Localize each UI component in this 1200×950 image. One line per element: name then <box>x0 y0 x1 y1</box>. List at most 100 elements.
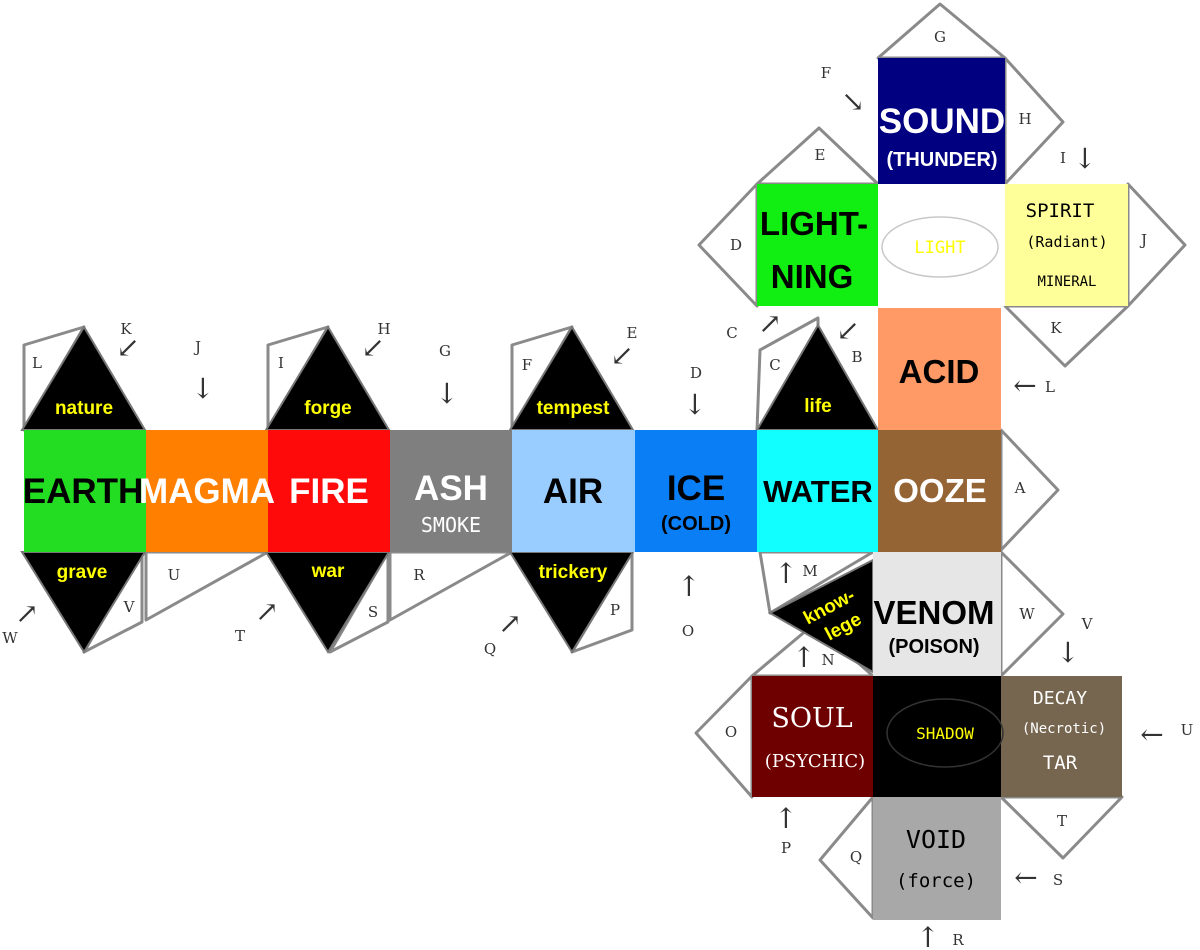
square-texts: EARTH MAGMA FIRE ASH SMOKE AIR ICE (COLD… <box>23 102 1108 892</box>
label-cold: (COLD) <box>661 513 731 535</box>
arrow-p-up: ↑ <box>774 802 797 835</box>
letter-k-left: K <box>120 320 132 338</box>
letter-t-left: T <box>235 627 245 645</box>
letter-j-left: J <box>193 338 201 356</box>
label-sound: SOUND <box>879 102 1005 141</box>
square-soul <box>752 676 873 797</box>
label-poison: (POISON) <box>888 636 979 658</box>
flap-u <box>144 550 270 622</box>
letter-q-left: Q <box>484 640 496 658</box>
letter-u-left: U <box>168 566 181 584</box>
arrow-d-down: ↓ <box>683 388 706 421</box>
letter-s-left: S <box>368 603 378 621</box>
label-life: life <box>804 396 831 417</box>
flap-a <box>999 428 1060 552</box>
arrow-b-down-left: ↙ <box>836 314 859 347</box>
label-force: (force) <box>896 870 976 892</box>
shadow-ellipse <box>886 698 1004 768</box>
label-radiant: (Radiant) <box>1026 233 1107 251</box>
square-air <box>512 430 635 552</box>
flap-r <box>388 550 514 622</box>
label-trickery: trickery <box>539 562 608 583</box>
light-ellipse <box>881 216 999 278</box>
label-grave: grave <box>57 562 108 583</box>
arrow-k-down-left: ↙ <box>116 331 139 364</box>
label-lightning-1: LIGHT- <box>760 205 868 242</box>
square-venom <box>873 552 1001 676</box>
label-earth: EARTH <box>23 472 144 511</box>
label-fire: FIRE <box>289 472 369 511</box>
edge-letters: G F H E I D J K C B C L A K L J H I G E … <box>2 28 1193 949</box>
arrow-f-down-right: ↘ <box>841 85 864 118</box>
label-nature: nature <box>55 398 113 419</box>
label-shadow: SHADOW <box>916 724 974 743</box>
letter-w-right: W <box>1019 605 1035 623</box>
square-spirit <box>1005 184 1128 306</box>
label-forge: forge <box>304 398 352 419</box>
letter-w-left: W <box>2 629 18 647</box>
label-light: LIGHT <box>914 238 965 258</box>
arrow-s-left: ← <box>1014 861 1037 894</box>
arrow-j-down: ↓ <box>191 372 214 405</box>
letter-g-left: G <box>439 342 451 360</box>
letter-n: N <box>821 651 834 669</box>
letter-m: M <box>802 562 817 580</box>
arrow-v-down: ↓ <box>1056 636 1079 669</box>
label-thunder: (THUNDER) <box>886 149 997 171</box>
square-ooze <box>878 430 1001 552</box>
arrow-i-down: ↓ <box>1073 142 1096 175</box>
letter-c-mid: C <box>769 356 780 374</box>
label-tempest: tempest <box>537 398 611 419</box>
square-light <box>878 184 1005 306</box>
square-acid <box>878 308 1001 430</box>
arrow-c-up-right: ↗ <box>758 307 781 340</box>
letter-i-left: I <box>278 354 284 372</box>
label-venom: VENOM <box>873 594 994 631</box>
letter-k-right: K <box>1050 319 1062 337</box>
arrow-w-up-right: ↗ <box>15 597 38 630</box>
letter-u-right: U <box>1181 721 1194 739</box>
letter-a: A <box>1014 479 1026 497</box>
letter-t-right: T <box>1057 812 1067 830</box>
letter-f-top: F <box>821 64 831 82</box>
square-fire <box>268 430 390 552</box>
label-water: WATER <box>763 474 873 509</box>
square-ice <box>635 430 757 552</box>
square-sound <box>878 58 1005 184</box>
label-lightning-2: NING <box>771 258 854 295</box>
label-smoke: SMOKE <box>421 513 481 537</box>
flap-j <box>1126 182 1187 308</box>
arrow-q-up-right: ↗ <box>498 607 521 640</box>
letter-s-right: S <box>1053 871 1063 889</box>
letter-f-left: F <box>522 356 532 374</box>
arrow-l-left: ← <box>1013 369 1036 402</box>
arrows: ↘ ↓ ↗ ↙ ← ↙ ↓ ↙ ↓ ↙ ↓ ↗ ↗ ↗ ↑ ↑ ↑ ↓ ← ↑ … <box>15 85 1163 950</box>
letter-r-left: R <box>413 566 425 584</box>
label-necrotic: (Necrotic) <box>1022 721 1106 737</box>
letter-e-left: E <box>627 324 638 342</box>
label-mineral: MINERAL <box>1037 274 1096 290</box>
label-tar: TAR <box>1043 752 1078 774</box>
letter-d-left: D <box>690 364 702 382</box>
letter-l-right: L <box>1045 378 1055 396</box>
letter-h-top: H <box>1018 110 1031 128</box>
squares <box>24 58 1128 920</box>
square-ash <box>390 430 512 552</box>
square-water <box>757 430 878 552</box>
label-air: AIR <box>543 472 603 511</box>
letter-q-right: Q <box>850 848 862 866</box>
label-decay: DECAY <box>1033 688 1087 709</box>
letter-o-right: O <box>725 723 737 741</box>
arrow-o-up: ↑ <box>677 570 700 603</box>
letter-p-left: P <box>610 601 620 619</box>
flap-q <box>818 795 875 920</box>
letter-d-top: D <box>730 236 742 254</box>
label-acid: ACID <box>899 353 980 390</box>
letter-e-top: E <box>815 146 826 164</box>
letter-p-right: P <box>781 839 791 857</box>
black-triangles <box>20 322 880 674</box>
letter-l-left: L <box>32 354 42 372</box>
arrow-e-down-left: ↙ <box>610 339 633 372</box>
arrow-g-down: ↓ <box>435 377 458 410</box>
